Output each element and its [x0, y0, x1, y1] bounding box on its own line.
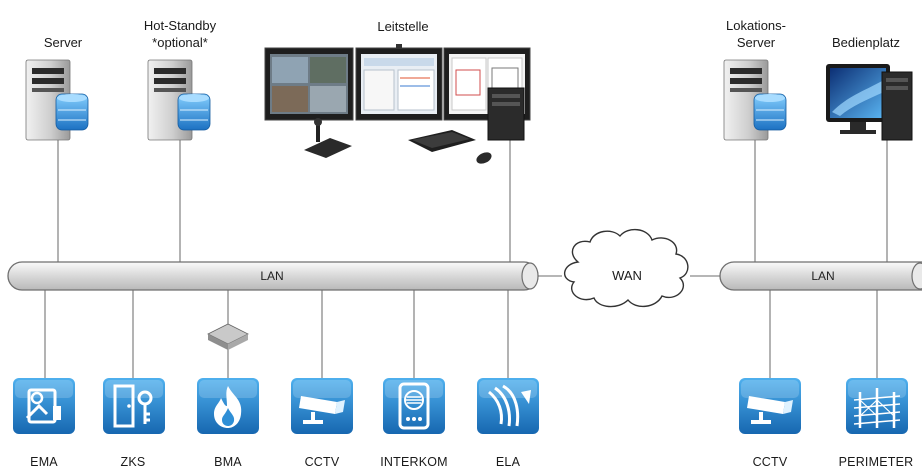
lan-right-label: LAN: [811, 269, 834, 283]
ela-icon: [477, 378, 539, 434]
lokations-server-icon: [723, 59, 787, 141]
interkom-icon: [383, 378, 445, 434]
wan-cloud: WAN: [564, 229, 689, 308]
lokations-server-label-line2: Server: [737, 35, 776, 50]
lan-left-bus: LAN: [7, 261, 539, 291]
cctv-right-label: CCTV: [753, 455, 788, 469]
leitstelle-label: Leitstelle: [377, 19, 428, 34]
bma-icon: [197, 378, 259, 434]
server-label: Server: [44, 35, 83, 50]
wan-label: WAN: [612, 268, 642, 283]
bma-panel-device-icon: [207, 323, 249, 350]
zks-icon: [103, 378, 165, 434]
hot-standby-server-icon: [147, 59, 211, 141]
cctv-left-icon: [291, 378, 353, 434]
hot-standby-note: *optional*: [152, 35, 208, 50]
interkom-label: INTERKOM: [380, 455, 448, 469]
cctv-left-label: CCTV: [305, 455, 340, 469]
leitstelle-workstation-icon: [264, 44, 531, 164]
lan-right-bus: LAN: [719, 261, 922, 291]
lokations-server-label-line1: Lokations-: [726, 18, 786, 33]
lan-left-label: LAN: [260, 269, 283, 283]
perimeter-label: PERIMETER: [839, 455, 914, 469]
perimeter-icon: [846, 378, 908, 434]
zks-label: ZKS: [121, 455, 146, 469]
bedienplatz-pc-icon: [826, 64, 913, 141]
connection-lines: [44, 140, 888, 380]
bedienplatz-label: Bedienplatz: [832, 35, 900, 50]
bma-label: BMA: [214, 455, 242, 469]
cctv-right-icon: [739, 378, 801, 434]
ema-icon: [13, 378, 75, 434]
hot-standby-label: Hot-Standby: [144, 18, 217, 33]
ema-label: EMA: [30, 455, 58, 469]
ela-label: ELA: [496, 455, 521, 469]
server-icon: [25, 59, 89, 141]
